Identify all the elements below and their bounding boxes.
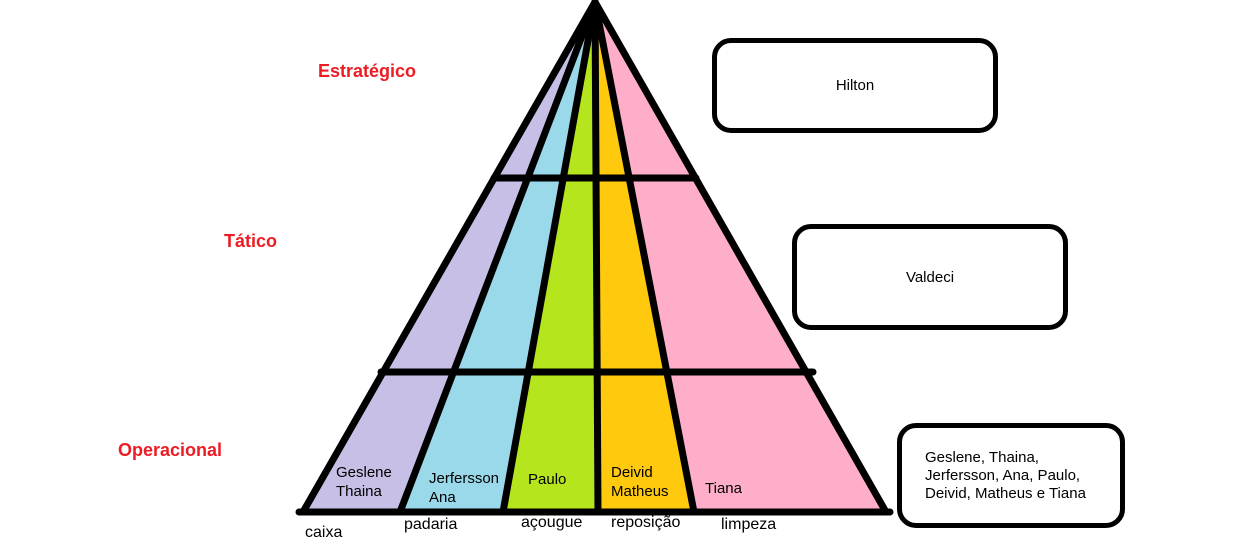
divider-line-3 — [591, 0, 602, 516]
dept-label-padaria: padaria — [404, 516, 458, 533]
wedge-names-acougue: Paulo — [528, 470, 566, 489]
level-label-operacional: Operacional — [118, 440, 223, 460]
wedge-names-caixa: Geslene Thaina — [336, 463, 392, 501]
level-label-estrategico: Estratégico — [318, 61, 417, 81]
wedge-name-line: Jerfersson — [429, 470, 500, 487]
wedge-names-padaria: Jerfersson Ana — [429, 469, 499, 507]
pyramid-right-edge — [591, 0, 890, 516]
callout-box-tatico: Valdeci — [792, 224, 1068, 330]
wedge-name-line: Paulo — [528, 471, 567, 488]
wedge-name-line: Thaina — [336, 483, 382, 500]
wedge-name-line: Tiana — [705, 480, 742, 497]
pyramid-left-edge — [299, 0, 599, 516]
divider-line-4 — [591, 0, 698, 516]
callout-team-line: Deivid, Matheus e Tiana — [925, 484, 1086, 502]
wedge-name-line: Matheus — [611, 483, 669, 500]
callout-text-valdeci: Valdeci — [905, 268, 955, 286]
level-label-tatico: Tático — [224, 231, 278, 251]
wedge-name-line: Ana — [429, 489, 456, 506]
divider-line-1 — [396, 0, 599, 516]
divider-line-2 — [499, 0, 599, 516]
wedge-name-line: Deivid — [611, 464, 653, 481]
dept-label-limpeza: limpeza — [721, 516, 777, 533]
dept-label-acougue: açougue — [521, 514, 583, 531]
dept-label-caixa: caixa — [305, 524, 343, 541]
callout-team-line: Geslene, Thaina, — [925, 448, 1039, 466]
callout-text-hilton: Hilton — [835, 77, 875, 94]
callout-team-line: Jerfersson, Ana, Paulo, — [925, 466, 1081, 484]
wedge-names-limpeza: Tiana — [705, 479, 742, 498]
wedge-names-reposicao: Deivid Matheus — [611, 463, 669, 501]
dept-label-reposicao: reposição — [611, 514, 681, 531]
callout-box-estrategico: Hilton — [712, 38, 998, 133]
wedge-name-line: Geslene — [336, 464, 392, 481]
callout-box-operacional: Geslene, Thaina, Jerfersson, Ana, Paulo,… — [897, 423, 1125, 528]
